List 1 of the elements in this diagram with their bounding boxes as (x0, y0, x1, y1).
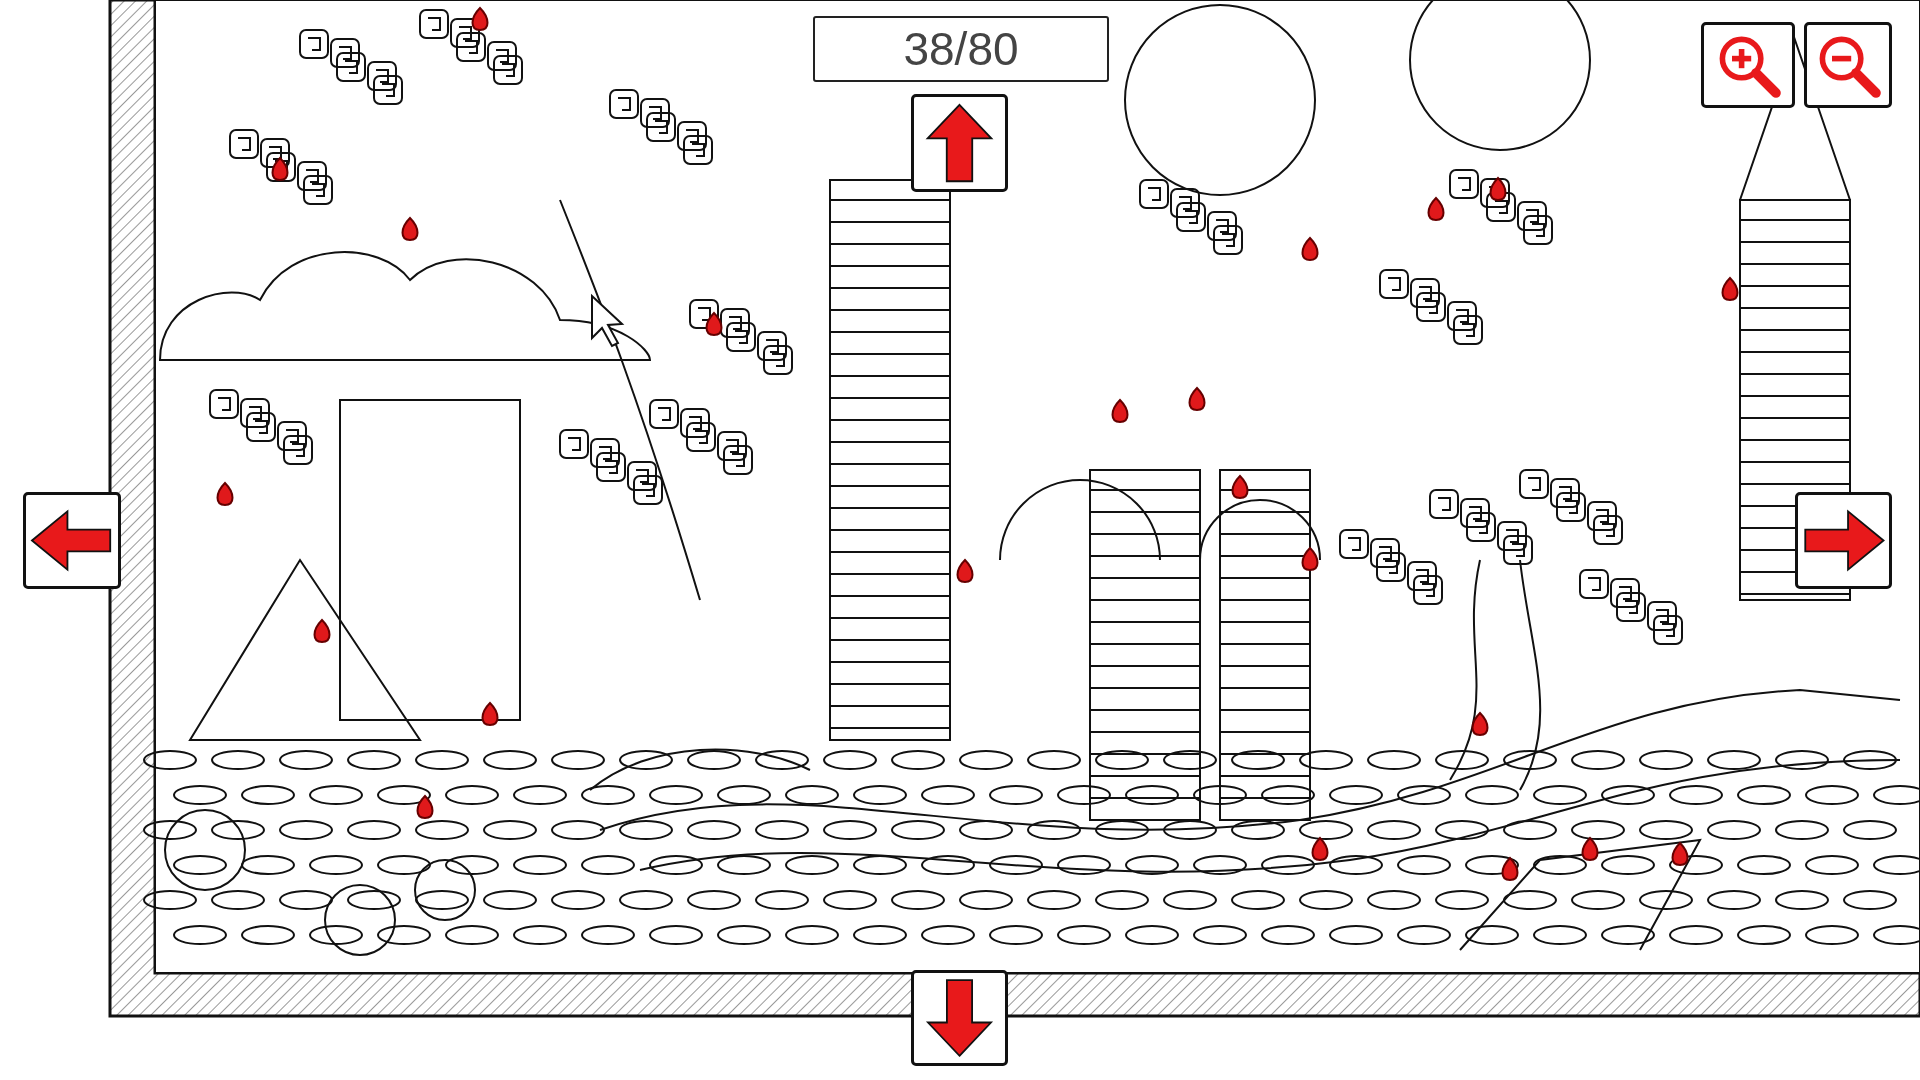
found-counter: 38/80 (813, 16, 1109, 82)
